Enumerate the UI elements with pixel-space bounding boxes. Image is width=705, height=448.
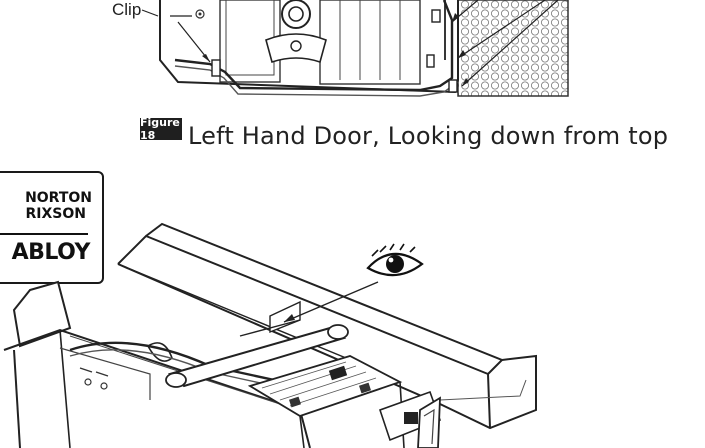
top-closer-drawing	[141, 0, 569, 97]
figure-badge: Figure 18	[140, 116, 182, 142]
control-board	[247, 355, 442, 448]
logo-line-3: ABLOY	[11, 240, 91, 265]
end-cap	[417, 396, 441, 448]
housing-outline	[159, 0, 459, 94]
cable-clip	[211, 59, 221, 77]
logo-line-1: NORTON	[25, 190, 92, 206]
logo-rule	[0, 233, 88, 235]
eye-icon	[366, 243, 424, 277]
clip-label: Clip	[112, 0, 142, 19]
figure-caption: Left Hand Door, Looking down from top	[188, 122, 669, 150]
pinion	[265, 0, 327, 64]
closer-body	[3, 280, 321, 448]
closer-arm	[165, 324, 349, 388]
bottom-closer-drawing	[3, 222, 537, 448]
brand-logo: NORTON RIXSON ABLOY	[0, 171, 104, 284]
logo-line-2: RIXSON	[25, 206, 86, 222]
mesh-panel	[457, 0, 569, 97]
